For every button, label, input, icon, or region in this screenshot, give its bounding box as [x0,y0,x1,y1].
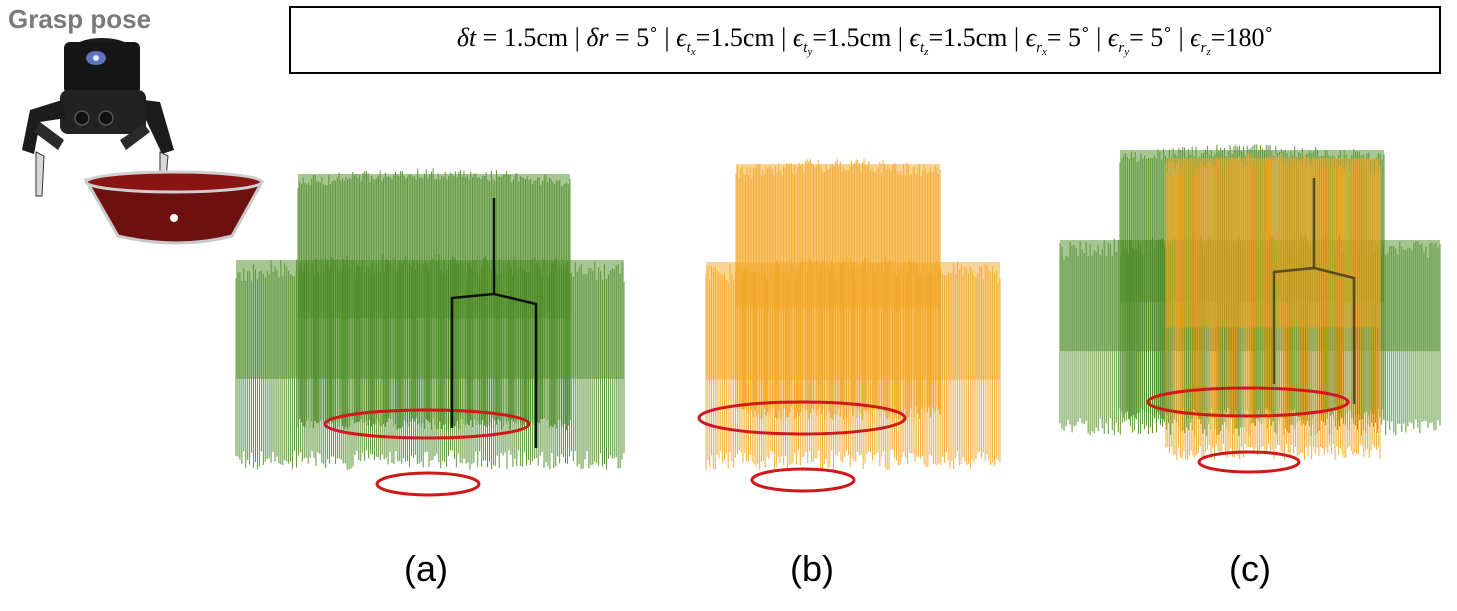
param-ery: 5˚ [1150,23,1172,52]
bowl-ring-lower [377,473,479,495]
param-erz: 180˚ [1225,23,1273,52]
param-ety: 1.5cm [827,23,891,52]
param-etx: 1.5cm [710,23,774,52]
param-dt: 1.5cm [504,23,568,52]
bowl-ring-lower [752,469,854,491]
panel-a-grasp-set [236,168,624,495]
param-erx: 5˚ [1068,23,1090,52]
parameter-box: δt = 1.5cm | δr = 5˚ | ϵtx=1.5cm | ϵty=1… [289,6,1441,74]
param-dr: 5˚ [636,23,658,52]
panel-b-grasp-set [699,158,1000,491]
grasp-pose-title: Grasp pose [8,4,151,35]
parameter-equation: δt = 1.5cm | δr = 5˚ | ϵtx=1.5cm | ϵty=1… [457,23,1273,58]
bowl-icon [86,172,262,243]
param-etz: 1.5cm [943,23,1007,52]
panel-label-c: (c) [1229,548,1271,590]
panel-label-a: (a) [404,548,448,590]
panel-label-b: (b) [790,548,834,590]
bowl-ring-lower [1199,452,1299,472]
grasp-cloud-lower [706,256,1000,469]
panel-c-grasp-set [1060,144,1440,472]
